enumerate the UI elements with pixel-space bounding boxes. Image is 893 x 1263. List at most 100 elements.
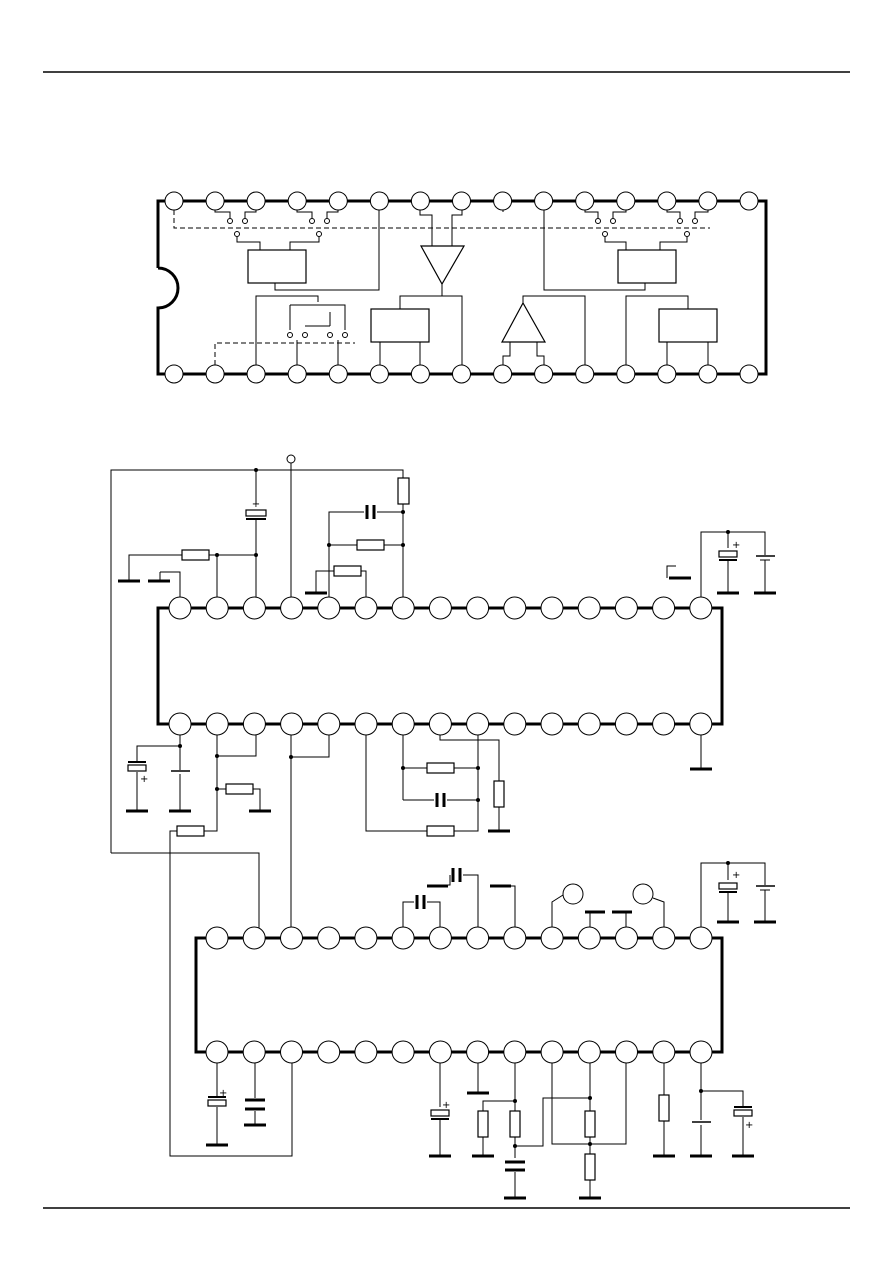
ic-pin bbox=[615, 926, 638, 950]
ic-pin bbox=[164, 364, 184, 384]
ic-pin bbox=[354, 926, 378, 950]
application-circuit-1: + + bbox=[110, 454, 776, 1157]
resistor-bottom-d bbox=[584, 1153, 596, 1181]
ic-pin bbox=[242, 1040, 266, 1064]
ic-pin bbox=[205, 364, 225, 384]
ic-pin bbox=[534, 364, 554, 384]
electrolytic-cap-right bbox=[733, 1109, 753, 1117]
ic-pin bbox=[168, 712, 192, 736]
ic-pin bbox=[369, 191, 389, 211]
ic-pin bbox=[242, 926, 266, 950]
polarity-plus: + bbox=[732, 540, 740, 551]
ic-pin bbox=[503, 926, 527, 950]
ic-pin bbox=[452, 191, 471, 211]
ic-pin bbox=[657, 364, 677, 384]
ic-pin bbox=[614, 712, 638, 736]
pin-row-top bbox=[164, 191, 759, 211]
block-right-upper bbox=[617, 249, 677, 284]
ic-pin bbox=[168, 596, 192, 620]
pin-row-top bbox=[168, 596, 713, 620]
speaker-left bbox=[562, 883, 584, 905]
resistor-bottom-c bbox=[584, 1110, 596, 1138]
ic-pin bbox=[614, 596, 638, 620]
electrolytic-cap-centre bbox=[430, 1109, 450, 1117]
ic-pin bbox=[466, 1040, 490, 1064]
pin-row-bottom bbox=[205, 1040, 713, 1064]
ic-pin bbox=[698, 191, 718, 211]
ic-pin bbox=[428, 926, 452, 950]
ic-pin bbox=[246, 191, 266, 211]
ic-pin bbox=[575, 191, 595, 211]
ic-pin bbox=[540, 596, 564, 620]
ic-pin bbox=[657, 191, 677, 211]
resistor-left-bottom bbox=[225, 783, 254, 795]
ic-pin bbox=[616, 364, 636, 384]
ic-pin bbox=[354, 712, 378, 736]
ic-pin bbox=[652, 1040, 676, 1064]
resistor-output-bottom bbox=[426, 825, 455, 837]
ic-pin bbox=[689, 1040, 713, 1064]
ic-pin bbox=[652, 926, 676, 950]
ic-pin bbox=[428, 596, 452, 620]
polarity-plus: + bbox=[219, 1088, 227, 1099]
amplifier-down bbox=[370, 201, 466, 374]
ic-pin bbox=[428, 1040, 452, 1064]
ic-pin bbox=[577, 1040, 601, 1064]
block-centre-left bbox=[370, 308, 430, 343]
ic-pin bbox=[503, 1040, 527, 1064]
ic-pin bbox=[328, 191, 348, 211]
internal-block-diagram bbox=[156, 191, 768, 384]
ic-pin bbox=[466, 926, 490, 950]
ic-pin bbox=[540, 1040, 564, 1064]
ic-pin bbox=[739, 191, 759, 211]
switch-network-lower-left bbox=[255, 295, 348, 374]
ic-pin bbox=[534, 191, 554, 211]
ic-pin bbox=[466, 596, 490, 620]
ic-pin bbox=[410, 364, 430, 384]
polarity-plus: + bbox=[252, 499, 260, 510]
ic-pin bbox=[317, 926, 341, 950]
dashed-bus-top bbox=[173, 210, 710, 229]
polarity-plus: + bbox=[745, 1120, 753, 1131]
ic-pin bbox=[242, 596, 266, 620]
resistor-link bbox=[176, 825, 205, 837]
ic-pin bbox=[503, 596, 527, 620]
ic-pin bbox=[317, 1040, 341, 1064]
ic-pin bbox=[287, 191, 307, 211]
ic-pin bbox=[452, 364, 471, 384]
ic-pin bbox=[205, 926, 229, 950]
speaker-right bbox=[632, 883, 654, 905]
ic-pin bbox=[577, 712, 601, 736]
ic-pin bbox=[391, 712, 415, 736]
ic-pin bbox=[280, 1040, 303, 1064]
switch-network-left bbox=[214, 201, 380, 291]
electrolytic-cap-supply-1 bbox=[718, 550, 738, 558]
ic-pin bbox=[689, 596, 713, 620]
ic-pin bbox=[615, 1040, 638, 1064]
electrolytic-cap-left-2 bbox=[207, 1099, 227, 1107]
dashed-bus-bottom bbox=[214, 342, 355, 365]
resistor-bottom-e bbox=[658, 1094, 670, 1122]
ic-pin bbox=[493, 191, 513, 211]
switch-network-right bbox=[543, 201, 718, 374]
ic-pin bbox=[205, 712, 229, 736]
ic-pin bbox=[391, 596, 415, 620]
ic-pin bbox=[493, 364, 513, 384]
ic-pin bbox=[317, 712, 341, 736]
ic-pin bbox=[369, 364, 389, 384]
ic-pin bbox=[287, 364, 307, 384]
ic-pin bbox=[540, 712, 564, 736]
ic-pin bbox=[317, 596, 341, 620]
polarity-plus: + bbox=[442, 1100, 450, 1111]
ic-pin bbox=[328, 364, 348, 384]
ic-pin bbox=[575, 364, 595, 384]
ic1-body bbox=[156, 606, 724, 726]
electrolytic-cap-left-1 bbox=[127, 764, 147, 772]
ic-pin bbox=[410, 191, 430, 211]
resistor-bottom-b bbox=[509, 1110, 521, 1138]
pin-row-top bbox=[205, 926, 713, 950]
ic-pin bbox=[689, 926, 713, 950]
ic-pin bbox=[246, 364, 266, 384]
